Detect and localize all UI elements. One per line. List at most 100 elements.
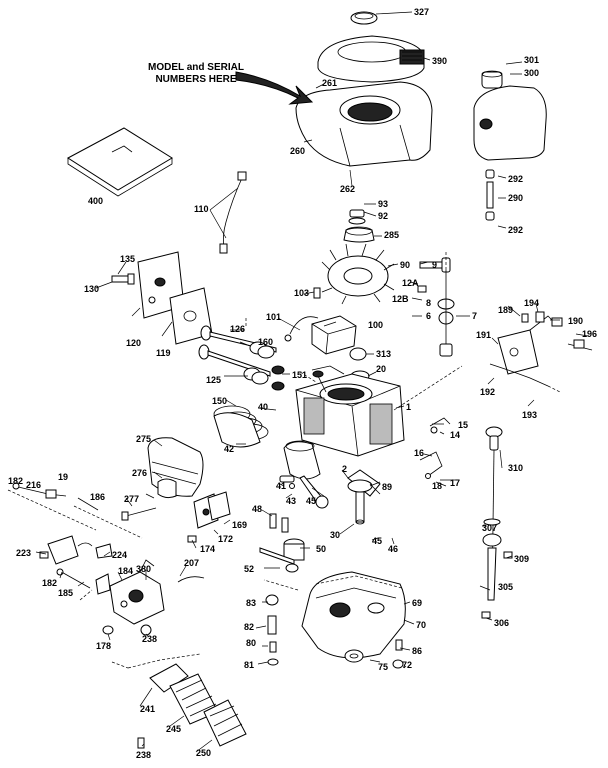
part-label: 72 [402, 660, 412, 670]
part-label: 50 [316, 544, 326, 554]
part-label: 194 [524, 298, 539, 308]
part-label: 2 [342, 464, 347, 474]
part-label: 100 [368, 320, 383, 330]
starter-cup-285 [343, 226, 375, 243]
ignition-armature-100 [284, 315, 357, 355]
part-label: 191 [476, 330, 491, 340]
part-label: 216 [26, 480, 41, 490]
part-label: 12A [402, 278, 419, 288]
part-label: 130 [84, 284, 99, 294]
part-label: 89 [382, 482, 392, 492]
part-label: 80 [246, 638, 256, 648]
part-label: 260 [290, 146, 305, 156]
part-label: 327 [414, 7, 429, 17]
part-label: 14 [450, 430, 460, 440]
governor-lever-16-18-17 [419, 451, 443, 479]
crankcase-breather-15-14 [429, 417, 451, 434]
part-label: 182 [8, 476, 23, 486]
spring-185-182 [56, 568, 91, 589]
part-label: 52 [244, 564, 254, 574]
part-label: 307 [482, 523, 497, 533]
part-label: 185 [58, 588, 73, 598]
part-label: 17 [450, 478, 460, 488]
part-label: 101 [266, 312, 281, 322]
part-label: 151 [292, 370, 307, 380]
part-label: 75 [378, 662, 388, 672]
sump-70 [301, 571, 406, 659]
flywheel-nut-washer [348, 209, 366, 225]
part-label: 292 [508, 174, 523, 184]
part-label: 69 [412, 598, 422, 608]
part-label: 43 [286, 496, 296, 506]
part-label: 41 [276, 481, 286, 491]
bolt-86-72 [392, 639, 404, 669]
part-label: 120 [126, 338, 141, 348]
part-label: 224 [112, 550, 127, 560]
oil-fill-cap-327 [350, 11, 378, 25]
crankshaft-30 [347, 469, 381, 525]
part-label: 305 [498, 582, 513, 592]
part-label: 135 [120, 254, 135, 264]
part-label: 275 [136, 434, 151, 444]
gasket-set-400 [67, 127, 173, 197]
part-label: 15 [458, 420, 468, 430]
connecting-rod-45 [299, 475, 329, 509]
part-label: 182 [42, 578, 57, 588]
part-label: 172 [218, 534, 233, 544]
model-serial-callout [235, 71, 314, 105]
part-label: 160 [258, 337, 273, 347]
part-label: 18 [432, 481, 442, 491]
governor-spring-192-193 [489, 363, 561, 393]
flywheel-90 [321, 243, 395, 305]
part-label: 207 [184, 558, 199, 568]
part-label: 16 [414, 448, 424, 458]
part-label: 174 [200, 544, 215, 554]
part-label: 261 [322, 78, 337, 88]
part-label: 262 [340, 184, 355, 194]
part-label: 193 [522, 410, 537, 420]
cam-gear-50 [259, 538, 305, 565]
part-label: 48 [252, 504, 262, 514]
part-label: 310 [508, 463, 523, 473]
part-labels: 327 390 301 300 261 260 262 292 290 292 … [8, 7, 597, 760]
bracket-223 [39, 535, 93, 565]
part-label: 81 [244, 660, 254, 670]
valve-springs-160-151 [243, 341, 285, 391]
part-label: 42 [224, 444, 234, 454]
part-label: 276 [132, 468, 147, 478]
part-label: 1 [406, 402, 411, 412]
bearing-52 [285, 563, 299, 573]
callout-line-2: NUMBERS HERE [155, 74, 236, 85]
bushing-313 [349, 347, 367, 361]
callout-line-1: MODEL and SERIAL [148, 62, 244, 73]
screw-178-238 [102, 624, 152, 636]
part-label: 8 [426, 298, 431, 308]
part-label: 186 [90, 492, 105, 502]
piston-40 [283, 440, 321, 480]
part-label: 30 [330, 530, 340, 540]
part-label: 192 [480, 387, 495, 397]
part-label: 245 [166, 724, 181, 734]
part-label: 9 [432, 260, 437, 270]
spark-plug-wire-clip-103 [313, 287, 321, 299]
part-label: 290 [508, 193, 523, 203]
part-label: 190 [568, 316, 583, 326]
linkage-182-216-19-186 [7, 482, 99, 531]
governor-parts-12a-12b-8-6 [417, 257, 455, 357]
cylinder-block-1 [295, 365, 405, 457]
part-label: 83 [246, 598, 256, 608]
part-label: 277 [124, 494, 139, 504]
part-label: 380 [136, 564, 151, 574]
part-label: 82 [244, 622, 254, 632]
part-label: 238 [142, 634, 157, 644]
part-label: 19 [58, 472, 68, 482]
part-label: 285 [384, 230, 399, 240]
muffler-300 [473, 70, 547, 161]
part-label: 45 [372, 536, 382, 546]
leader-lines [35, 11, 589, 753]
link-194-190-196 [521, 311, 593, 351]
tappet-48 [269, 513, 289, 533]
dashed-group-lines [73, 250, 463, 669]
part-label: 309 [514, 554, 529, 564]
